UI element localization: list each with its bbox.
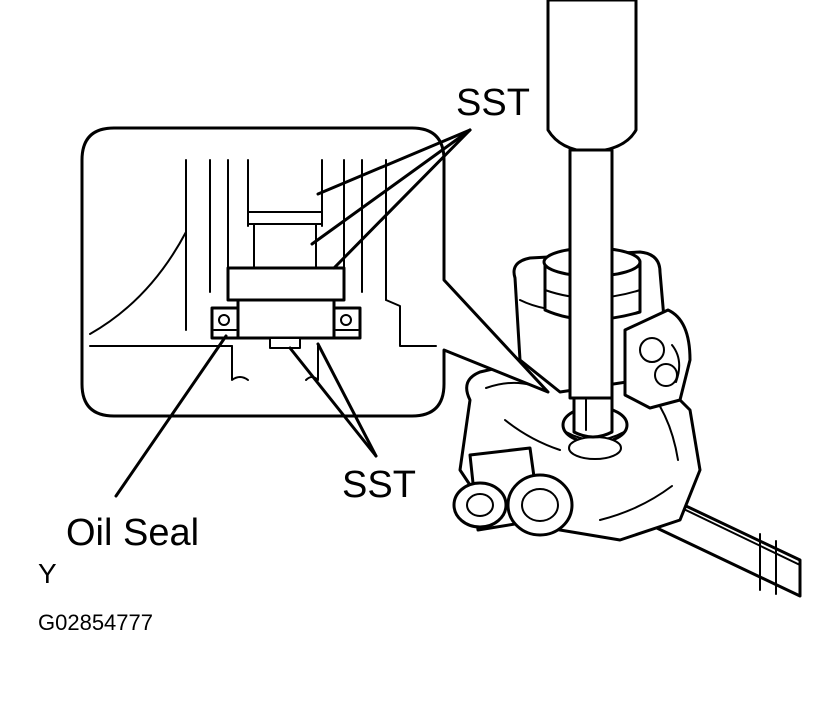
sst-top-label: SST <box>456 82 530 124</box>
detail-inset <box>80 126 550 418</box>
view-mark-label: Y <box>38 558 57 589</box>
sst-bottom-label: SST <box>342 464 416 506</box>
sst-press-tool <box>546 0 638 439</box>
leader-lines <box>114 128 472 498</box>
oil-seal-label: Oil Seal <box>66 512 200 554</box>
figure-code-label: G02854777 <box>38 610 153 635</box>
steering-gear-housing <box>452 246 802 598</box>
